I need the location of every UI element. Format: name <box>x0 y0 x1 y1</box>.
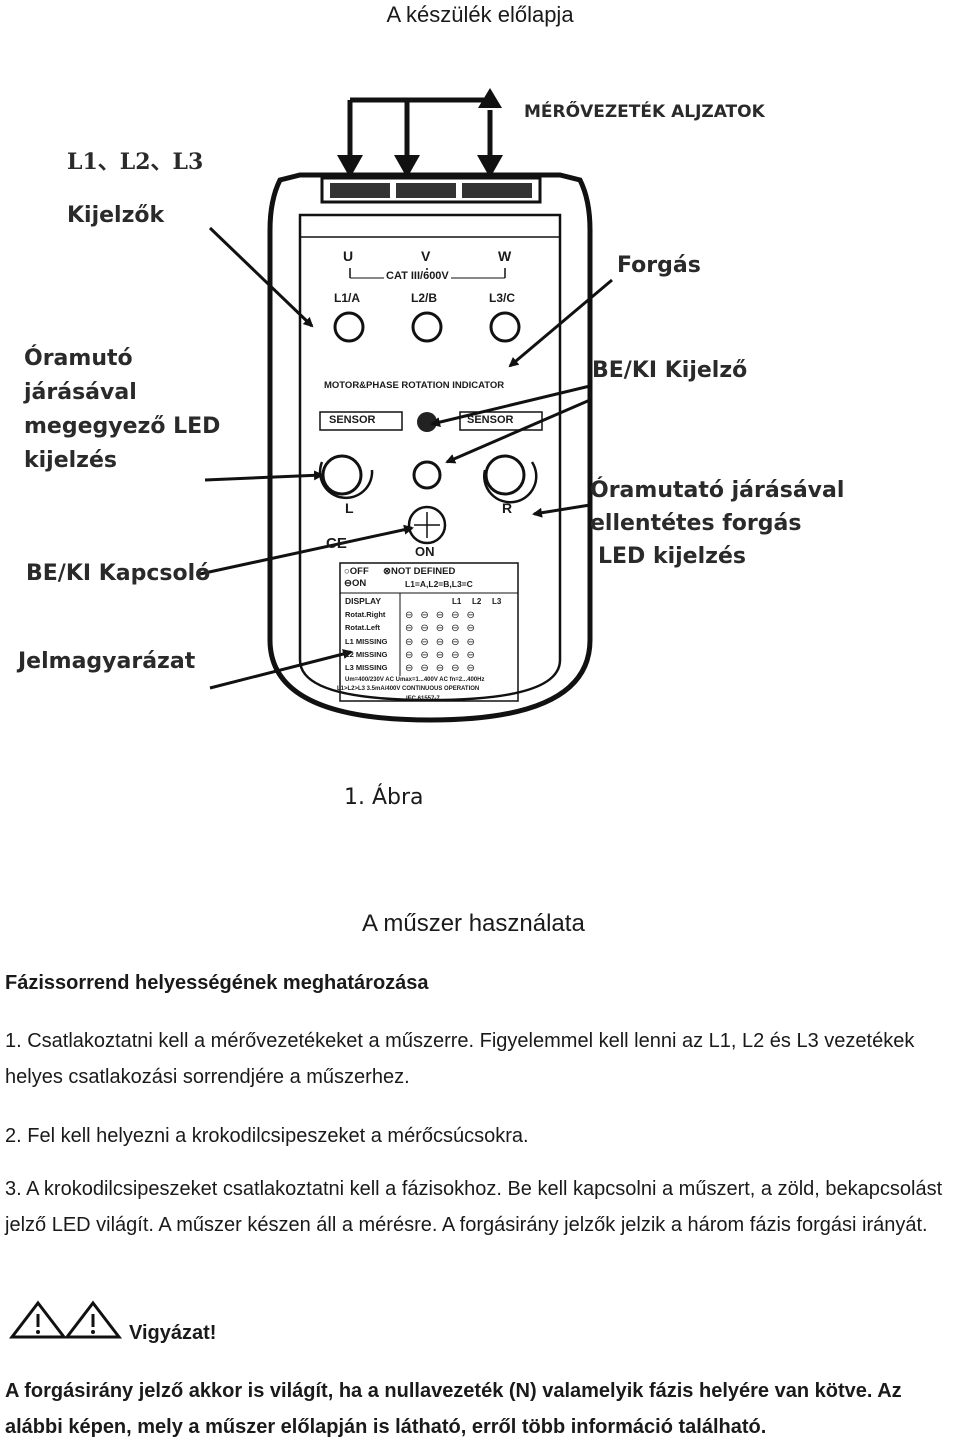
cw-label-3: megegyező LED <box>24 414 221 439</box>
terminal-w: W <box>498 248 512 264</box>
final-text: A forgásirány jelző akkor is világít, ha… <box>5 1380 902 1438</box>
legend-row-2: Rotat.Left <box>345 623 380 632</box>
legend-col-l2: L2 <box>472 597 482 606</box>
cw-label-2: járásával <box>24 380 137 405</box>
ccw-label-3: LED kijelzés <box>598 544 746 569</box>
paragraph-1: 1. Csatlakoztatni kell a mérővezetékeket… <box>5 1030 915 1088</box>
sensor-right: SENSOR <box>467 414 514 426</box>
terminal-v: V <box>421 248 431 264</box>
on-label: ON <box>415 544 435 559</box>
spec-line-1: Um=400/230V AC Umax=1...400V AC fn=2...4… <box>345 677 485 683</box>
sockets-label: MÉRŐVEZETÉK ALJZATOK <box>524 102 765 122</box>
legend-on: ⊖ON <box>344 578 367 589</box>
cw-label-1: Óramutó <box>24 346 133 371</box>
legend-col-l3: L3 <box>492 597 502 606</box>
spec-line-2: L1>L2>L3 3.5mA/400V CONTINUOUS OPERATION <box>337 686 480 692</box>
cat-rating: CAT III/600V <box>384 270 451 282</box>
spec-line-3: IEC 61557-7 <box>406 696 440 702</box>
l-kijelzok-label: Kijelzők <box>67 203 165 228</box>
paragraph-3: 3. A krokodilcsipeszeket csatlakoztatni … <box>5 1178 943 1236</box>
document-title: A készülék előlapja <box>386 2 574 27</box>
subheading: Fázissorrend helyességének meghatározása <box>5 972 429 994</box>
legend-off: ○OFF <box>344 566 369 577</box>
legend-mapping: L1=A,L2=B,L3=C <box>405 579 473 589</box>
ccw-label-2: ellentétes forgás <box>590 511 802 536</box>
section-title: A műszer használata <box>362 910 585 937</box>
rotation-l: L <box>345 500 354 516</box>
device-drawing <box>199 88 613 723</box>
device-figure: MÉRŐVEZETÉK ALJZATOK L1、L2、L3 Kijelzők F… <box>0 60 960 820</box>
onoff-switch-label: BE/KI Kapcsoló <box>26 561 211 586</box>
terminal-u: U <box>343 248 354 264</box>
sensor-left: SENSOR <box>329 414 376 426</box>
paragraph-2: 2. Fel kell helyezni a krokodilcsipeszek… <box>5 1125 529 1147</box>
ce-mark: CE <box>326 535 347 552</box>
legend-row-3: L1 MISSING <box>345 637 388 646</box>
legend-not-defined: ⊗NOT DEFINED <box>383 566 456 577</box>
legend-grid: ⊖⊖⊖⊖⊖⊖⊖⊖⊖⊖⊖⊖⊖⊖⊖⊖⊖⊖⊖⊖⊖⊖⊖⊖⊖ <box>405 610 482 675</box>
terminal-l3: L3/C <box>489 291 516 305</box>
onoff-indicator-label: BE/KI Kijelző <box>592 358 748 383</box>
forgas-label: Forgás <box>617 253 701 278</box>
legend-row-0: DISPLAY <box>345 596 382 606</box>
cw-label-4: kijelzés <box>24 448 117 473</box>
ccw-label-1: Óramutató járásával <box>590 478 845 503</box>
rotation-r: R <box>502 500 513 516</box>
legend-label: Jelmagyarázat <box>18 649 196 674</box>
warning-icon <box>8 1300 68 1339</box>
terminal-l1: L1/A <box>334 291 361 305</box>
l-codes-label: L1、L2、L3 <box>67 149 204 175</box>
terminal-l2: L2/B <box>411 291 438 305</box>
warning-icon <box>63 1300 123 1339</box>
warning-label: Vigyázat! <box>129 1322 217 1344</box>
figure-caption: 1. Ábra <box>344 785 424 810</box>
panel-title: MOTOR&PHASE ROTATION INDICATOR <box>324 380 505 391</box>
legend-row-5: L3 MISSING <box>345 663 388 672</box>
legend-row-4: L2 MISSING <box>345 650 388 659</box>
legend-row-1: Rotat.Right <box>345 610 386 619</box>
legend-col-l1: L1 <box>452 597 462 606</box>
